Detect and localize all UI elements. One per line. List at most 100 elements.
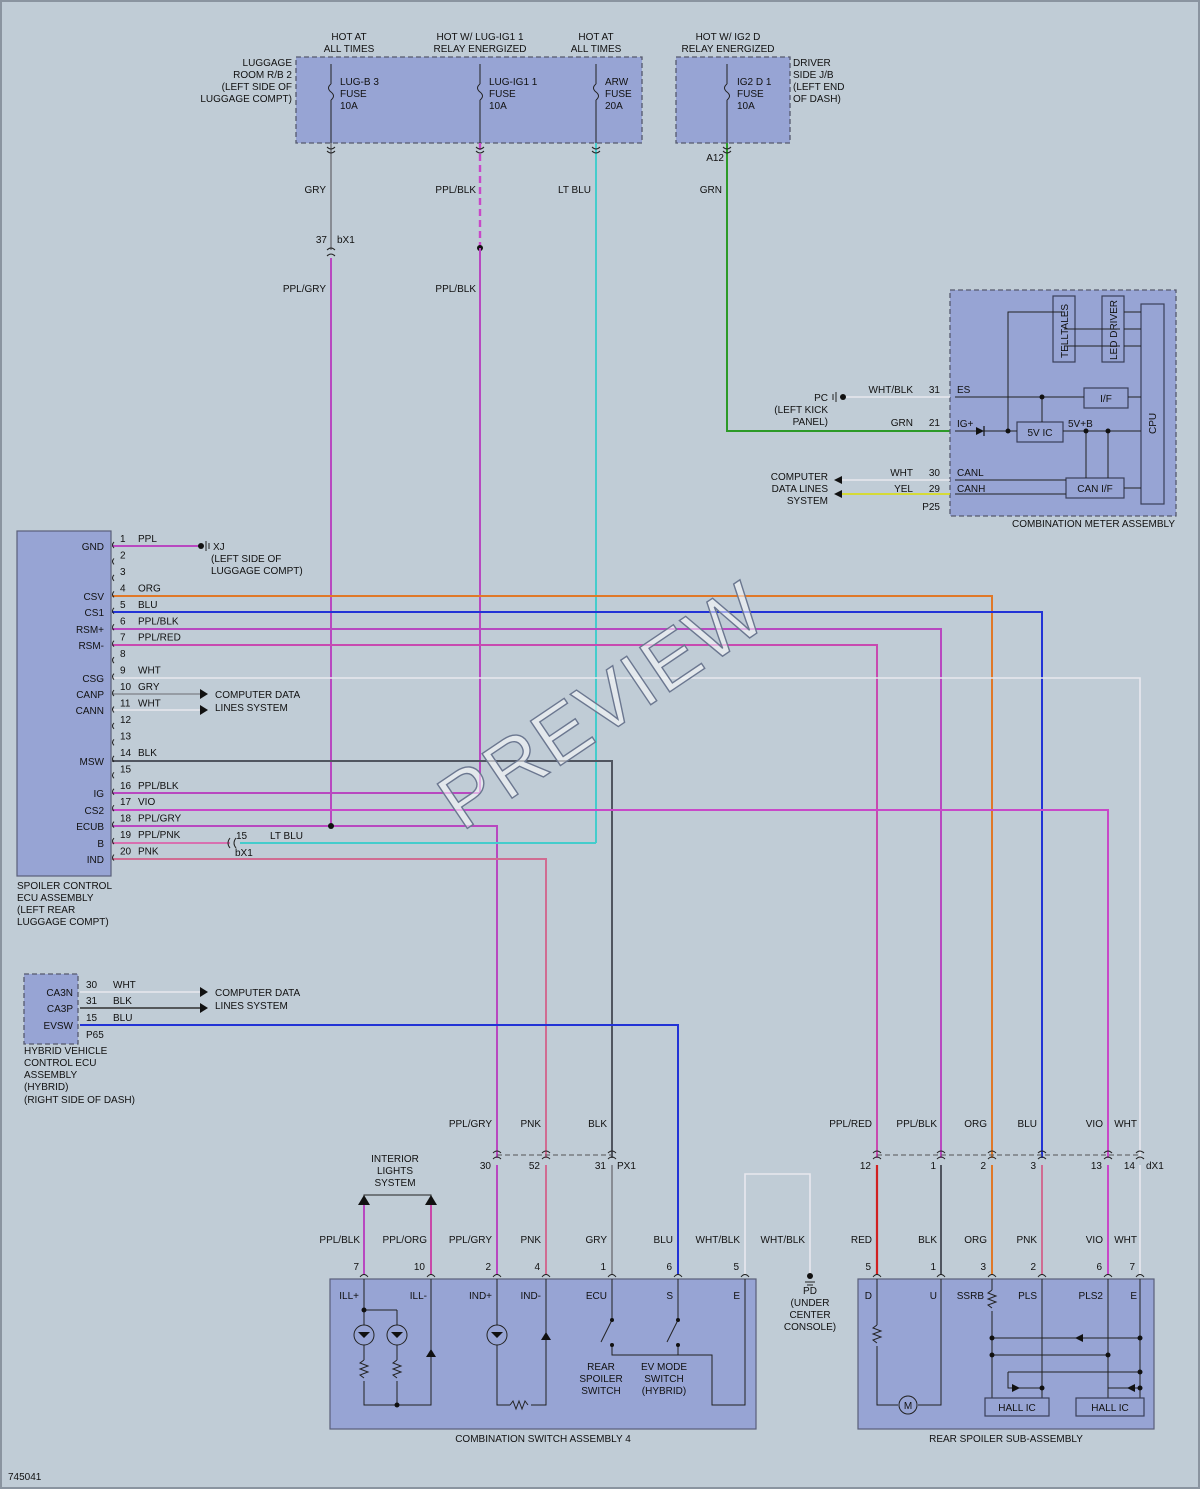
meter-pin-31: 31 xyxy=(929,385,941,396)
spoiler-pin-2: 2 xyxy=(1030,1262,1036,1273)
bx1-connector-label-2: bX1 xyxy=(235,848,253,859)
ecu-pin-4: 4 xyxy=(120,583,126,594)
dx1-wire-blu: BLU xyxy=(1018,1119,1037,1130)
hv-pin-30: 30 xyxy=(86,980,98,991)
fuse1-title-2: ALL TIMES xyxy=(324,44,375,55)
wire-label-ppl-gry: PPL/GRY xyxy=(283,284,326,295)
spoiler-ecu-name-1: SPOILER CONTROL xyxy=(17,881,112,892)
diode-icon xyxy=(1075,1334,1083,1342)
driver-side-junction-block: HOT W/ IG2 D RELAY ENERGIZED IG2 D 1 FUS… xyxy=(675,32,845,164)
px1-wire-ppl-gry: PPL/GRY xyxy=(449,1119,492,1130)
ecu-wire-19: PPL/PNK xyxy=(138,830,181,841)
combo-term-ecu: ECU xyxy=(586,1291,607,1302)
spoiler-wire-blk: BLK xyxy=(918,1235,937,1246)
ground-xj-location-2: LUGGAGE COMPT) xyxy=(211,566,303,577)
hv-pin-15: 15 xyxy=(86,1013,98,1024)
combo-wire-blu: BLU xyxy=(654,1235,673,1246)
interior-lights-system: INTERIOR LIGHTS SYSTEM xyxy=(358,1154,437,1205)
pd-label-1: PD xyxy=(803,1286,817,1297)
connector-pin-mark xyxy=(740,1274,750,1278)
motor-icon: M xyxy=(904,1401,912,1412)
px1-pin-52: 52 xyxy=(529,1161,541,1172)
spoiler-control-ecu: GND CSV CS1 RSM+ RSM- CSG CANP CANN MSW … xyxy=(16,530,112,928)
px1-wire-pnk: PNK xyxy=(520,1119,541,1130)
connector-pin-mark xyxy=(112,739,115,746)
hv-ecu-name-2: CONTROL ECU xyxy=(24,1058,96,1069)
connector-pin-mark xyxy=(987,1150,997,1160)
connector-pin-mark xyxy=(426,1274,436,1278)
combo-wire-ppl-org: PPL/ORG xyxy=(383,1235,428,1246)
combo-pin-7: 7 xyxy=(353,1262,359,1273)
connector-pin-mark xyxy=(112,590,115,598)
ecu-wire-5: BLU xyxy=(138,600,157,611)
hv-pin-31: 31 xyxy=(86,996,98,1007)
fuse-ig2d-label: IG2 D 1 xyxy=(737,77,772,88)
spoiler-term-e: E xyxy=(1130,1291,1137,1302)
connector-pin-mark xyxy=(112,656,115,664)
hv-ecu-name-3: ASSEMBLY xyxy=(24,1070,77,1081)
fuse-lug-b3-type: FUSE xyxy=(340,89,367,100)
ecu-term-ig: IG xyxy=(93,789,104,800)
spoiler-wire-wht: WHT xyxy=(1114,1235,1137,1246)
fuse-lug-b3-rating: 10A xyxy=(340,101,358,112)
hall-ic-2-label: HALL IC xyxy=(1091,1403,1128,1414)
dx1-wire-vio: VIO xyxy=(1086,1119,1103,1130)
combo-term-e: E xyxy=(733,1291,740,1302)
hv-connector-p65: P65 xyxy=(86,1030,104,1041)
px1-wire-blk: BLK xyxy=(588,1119,607,1130)
ecu-pin-13: 13 xyxy=(120,731,132,742)
wire-label-wht-meter: WHT xyxy=(890,468,913,479)
fuse2-title-2: RELAY ENERGIZED xyxy=(434,44,527,55)
spoiler-pin-3: 3 xyxy=(980,1262,986,1273)
fuse-ig2d-type: FUSE xyxy=(737,89,764,100)
ecu-term-cs2: CS2 xyxy=(85,806,105,817)
spoiler-pin-6: 6 xyxy=(1096,1262,1102,1273)
connector-pin-mark xyxy=(112,706,115,713)
connector-pin-mark xyxy=(112,804,115,812)
ecu-wire-4: ORG xyxy=(138,583,161,594)
connector-pin-mark xyxy=(722,146,732,154)
connector-pin-mark xyxy=(1135,1274,1145,1278)
px1-pin-31: 31 xyxy=(595,1161,607,1172)
spoiler-term-d: D xyxy=(865,1291,872,1302)
meter-data-lines-1: COMPUTER xyxy=(771,472,828,483)
connector-pin-mark xyxy=(607,1150,617,1160)
meter-pin-es: ES xyxy=(957,385,971,396)
combination-meter-assembly: TELLTALES LED DRIVER CPU I/F 5V IC 5V+B … xyxy=(949,289,1177,530)
ecu-term-ind: IND xyxy=(87,855,104,866)
connector-pin-mark xyxy=(1135,1150,1145,1160)
dx1-pin-2: 2 xyxy=(980,1161,986,1172)
ecu-pin-10: 10 xyxy=(120,682,132,693)
pd-label-3: CENTER xyxy=(789,1310,830,1321)
ecu-pin-3: 3 xyxy=(120,567,126,578)
wire-label-yel: YEL xyxy=(894,484,913,495)
connector-pin-mark xyxy=(112,788,115,796)
connector-pin-mark xyxy=(112,623,115,631)
hv-data-lines-2: LINES SYSTEM xyxy=(215,1001,288,1012)
ecu-pin-12: 12 xyxy=(120,715,132,726)
fuse-ig2d-rating: 10A xyxy=(737,101,755,112)
wires xyxy=(80,143,1141,1275)
ecu-wire-20: PNK xyxy=(138,847,159,858)
5v-ic-label: 5V IC xyxy=(1027,428,1052,439)
fuse-arw-type: FUSE xyxy=(605,89,632,100)
spoiler-ecu-name-4: LUGGAGE COMPT) xyxy=(17,917,109,928)
relay-block-location-3: (LEFT SIDE OF xyxy=(222,82,292,93)
connector-pin-mark xyxy=(1103,1150,1113,1160)
spoiler-wire-vio: VIO xyxy=(1086,1235,1103,1246)
meter-connections: WHT/BLK 31 GRN 21 WHT 30 YEL 29 P25 PC (… xyxy=(771,385,950,513)
ecu-wire-1: PPL xyxy=(138,534,157,545)
ev-switch-label-1: EV MODE xyxy=(641,1362,687,1373)
wire-label-lt-blu-2: LT BLU xyxy=(270,831,303,842)
ecu-pin-9: 9 xyxy=(120,666,126,677)
ecu-pin-1: 1 xyxy=(120,534,126,545)
junction-location-2: SIDE J/B xyxy=(793,70,834,81)
connector-pin-mark xyxy=(607,1274,617,1278)
ecu-data-lines-2: LINES SYSTEM xyxy=(215,703,288,714)
rear-switch-label-2: SPOILER xyxy=(579,1374,622,1385)
combo-wire-pnk: PNK xyxy=(520,1235,541,1246)
combo-pin-6: 6 xyxy=(666,1262,672,1273)
wire-label-grn: GRN xyxy=(700,185,722,196)
connector-pin-mark xyxy=(591,146,601,154)
